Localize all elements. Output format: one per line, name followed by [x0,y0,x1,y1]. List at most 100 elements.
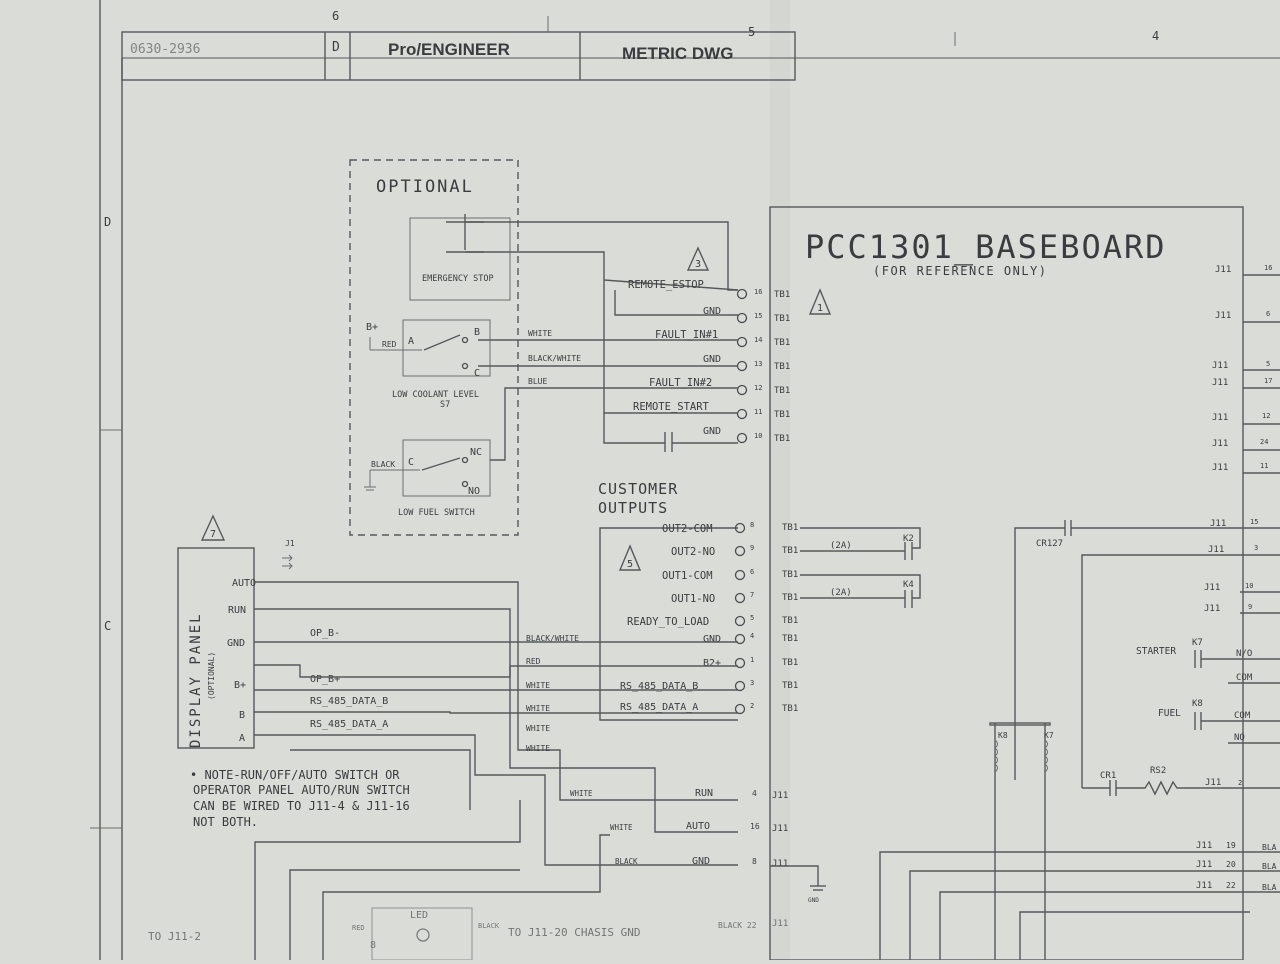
relay-rating-1: (2A) [830,541,852,551]
panel-pin-bplus: B+ [234,680,246,691]
tb1-row: RS_485_DATA_B 3 TB1 [620,679,798,692]
red-wire-label: RED [382,340,397,349]
conn: J11 [1215,311,1231,321]
coil-k8-label: K8 [998,731,1008,740]
tb1-row: FAULT_IN#1 14 TB1 [655,329,790,348]
pin-number: 7 [750,591,754,599]
display-panel-label: DISPLAY PANEL [188,612,204,748]
led-pin-8: 8 [370,940,376,951]
pin-number: 15 [754,312,762,320]
conn: J11 [1204,604,1220,614]
row-marker-c: C [104,619,111,633]
j11-signal: RUN [695,788,713,799]
display-wiring [254,581,738,866]
conn: J11 [1212,439,1228,449]
pin-number: 11 [754,408,762,416]
wire-color-white-1: WHITE [526,681,550,690]
tb1-row: OUT2-COM 8 TB1 [662,521,798,535]
conn: J11 [1196,841,1212,851]
wire-color-white-4: WHITE [526,744,550,753]
note-line-2: OPERATOR PANEL AUTO/RUN SWITCH [193,783,410,797]
k8-contact-label: K8 [1192,699,1203,709]
fuel-label: FUEL [1158,708,1181,719]
tb1-row: OUT1-NO 7 TB1 [671,591,798,605]
doc-number: 0630-2936 [130,42,200,57]
callout-7: 7 [210,529,216,540]
pin: 10 [1245,582,1253,590]
col-marker-6: 6 [332,9,339,23]
pin-number: 9 [750,544,754,552]
signal-label: GND [703,306,721,317]
tb-label: TB1 [782,681,798,691]
pin: 17 [1264,377,1272,385]
relay-rating-2: (2A) [830,588,852,598]
led-j11-label: J11 [772,919,788,929]
fuel-pin-no: NO [468,486,480,497]
relay-k2: K2 [903,534,914,544]
tb-label: TB1 [782,704,798,714]
panel-pin-run: RUN [228,605,246,616]
display-panel-sublabel: (OPTIONAL) [207,652,216,700]
note-line-1: • NOTE-RUN/OFF/AUTO SWITCH OR [190,768,400,782]
signal-label: GND [703,354,721,365]
tb-label: TB1 [774,386,790,396]
rs485-b-label: RS_485_DATA_B [310,696,388,707]
conn: J11 [1204,583,1220,593]
tb1-row: FAULT_IN#2 12 TB1 [649,377,790,396]
conn: J11 [1212,378,1228,388]
pin-number: 2 [750,702,754,710]
signal-label: B2+ [703,658,721,669]
pin: 6 [1266,310,1270,318]
wire: BLA [1262,883,1277,892]
right-j11-pin: J11 6 [1215,310,1270,321]
op-b-minus-label: OP_B- [310,628,340,639]
j11-wire: BLACK [615,857,638,866]
col-marker-4: 4 [1152,29,1159,43]
j11-row: WHITE RUN 4 J11 [570,788,788,801]
to-j11-2-label: TO J11-2 [148,930,201,943]
coolant-pin-a: A [408,336,414,347]
led-row: TO J11-2 RED LED 8 BLACK TO J11-20 CHASI… [148,907,788,961]
wire: BLA [1262,862,1277,871]
pin: 5 [1266,360,1270,368]
signal-label: RS_485_DATA_B [620,681,698,692]
conn: J11 [1212,413,1228,423]
no2-label: NO [1234,733,1245,743]
gnd-symbol-label: GND [808,897,819,904]
panel-pin-a: A [239,733,245,744]
tb1-row: REMOTE_START 11 TB1 [633,401,790,420]
conn: J11 [1196,881,1212,891]
baseboard: PCC1301_BASEBOARD (FOR REFERENCE ONLY) [769,206,1244,961]
j11-2-conn: J11 [1205,778,1221,788]
j11-signal: AUTO [686,821,710,832]
signal-label: REMOTE_START [633,401,710,413]
tb-label: TB1 [774,314,790,324]
customer-outputs-label-1: CUSTOMER [598,480,678,498]
bplus-label: B+ [366,322,378,333]
rs485-a-label: RS_485_DATA_A [310,719,388,730]
j11-signal: GND [692,856,710,867]
right-j11-pin: J11 9 [1204,603,1252,614]
coolant-switch-label: LOW COOLANT LEVEL [392,390,479,400]
pin: 19 [1226,841,1236,850]
rev-letter: D [332,40,340,55]
black-wire-label: BLACK [371,460,395,469]
tb-label: TB1 [782,546,798,556]
coolant-pin-c: C [474,368,480,379]
j11-bottom: WHITE RUN 4 J11 WHITE AUTO 16 J11 BLACK … [570,788,826,904]
j11-pin: 4 [752,789,757,798]
right-j11-pin: J11 3 [1208,544,1258,555]
fuel-switch-label: LOW FUEL SWITCH [398,508,475,518]
right-j11-pin: J11 10 [1204,582,1253,593]
j11-conn: J11 [772,791,788,801]
tb1-row: REMOTE_ESTOP 16 TB1 [628,279,790,300]
tb-label: TB1 [774,362,790,372]
bottom-right-pin: J11 19 BLA [1196,841,1277,852]
j11-row: BLACK GND 8 J11 [615,856,788,869]
right-j11-pin: J11 24 [1212,438,1268,449]
tb-label: TB1 [774,434,790,444]
tb-label: TB1 [782,523,798,533]
signal-label: OUT1-COM [662,570,713,582]
